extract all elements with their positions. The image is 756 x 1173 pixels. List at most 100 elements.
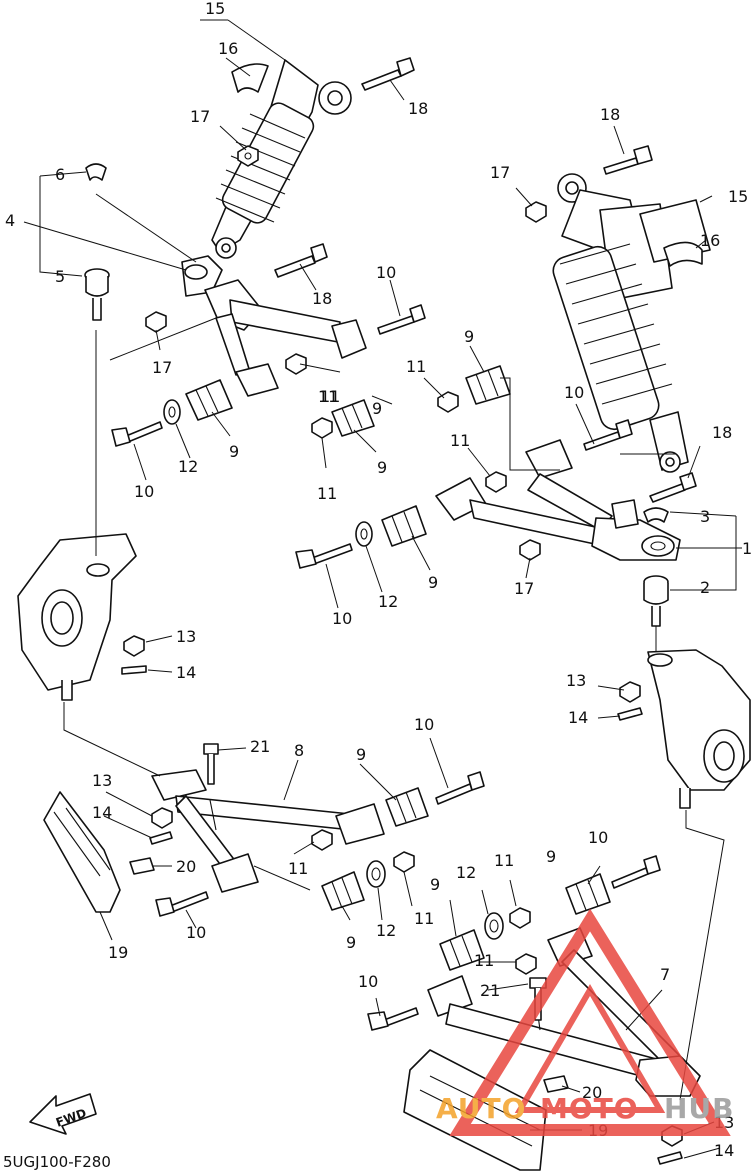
nut-13-left-lower bbox=[151, 807, 173, 829]
callout-label: 5 bbox=[55, 267, 65, 286]
cotter-3-right bbox=[643, 507, 669, 523]
callout-label: 15 bbox=[728, 187, 748, 206]
washer-12-left bbox=[163, 399, 181, 425]
callout-label: 6 bbox=[55, 165, 65, 184]
callout-label: 18 bbox=[408, 99, 428, 118]
callout-label: 14 bbox=[568, 708, 588, 727]
nut-17-left-shock bbox=[237, 145, 259, 167]
svg-text:HUB: HUB bbox=[664, 1092, 735, 1125]
forward-arrow-icon: FWD bbox=[29, 1093, 97, 1135]
bolt-21-left-lower bbox=[203, 743, 219, 785]
callout-label: 2 bbox=[700, 578, 710, 597]
bushing-9-right-lower-rear bbox=[565, 873, 611, 915]
callout-label: 10 bbox=[134, 482, 154, 501]
callout-label: 9 bbox=[377, 458, 387, 477]
callout-label: 12 bbox=[178, 457, 198, 476]
callout-label: 10 bbox=[376, 263, 396, 282]
callout-label: 9 bbox=[229, 442, 239, 461]
callout-label: 13 bbox=[566, 671, 586, 690]
svg-text:MOTO: MOTO bbox=[540, 1092, 639, 1125]
washer-12-right-lower bbox=[484, 912, 504, 940]
bolt-10-right-front bbox=[295, 543, 353, 569]
cotter-6-left bbox=[85, 163, 107, 181]
nut-11-g bbox=[515, 953, 537, 975]
diagram-code: 5UGJ100-F280 bbox=[3, 1153, 111, 1171]
bolt-10-right-lower-front bbox=[367, 1007, 419, 1031]
callout-label: 9 bbox=[464, 327, 474, 346]
callout-label: 21 bbox=[250, 737, 270, 756]
bushing-9-right-lower-front bbox=[439, 929, 485, 971]
bushing-9-right-front bbox=[381, 505, 427, 547]
callout-label: 1 bbox=[742, 539, 752, 558]
callout-label: 11 bbox=[318, 387, 338, 406]
callout-label: 9 bbox=[430, 875, 440, 894]
clip-20-right bbox=[543, 1075, 569, 1093]
nut-17-right-arm bbox=[519, 539, 541, 561]
callout-label: 4 bbox=[5, 211, 15, 230]
nut-13-right-knuckle bbox=[619, 681, 641, 703]
left-lower-arm bbox=[151, 769, 385, 893]
callout-label: 12 bbox=[456, 863, 476, 882]
callout-label: 13 bbox=[92, 771, 112, 790]
callout-label: 10 bbox=[588, 828, 608, 847]
bolt-10-left-front bbox=[111, 421, 163, 447]
callout-label: 9 bbox=[372, 399, 382, 418]
guard-19-left bbox=[43, 791, 121, 913]
callout-label: 11 bbox=[320, 387, 340, 406]
callout-label: 18 bbox=[600, 105, 620, 124]
callout-label: 9 bbox=[346, 933, 356, 952]
left-steering-knuckle bbox=[17, 533, 137, 701]
callout-label: 7 bbox=[660, 965, 670, 984]
callout-label: 3 bbox=[700, 507, 710, 526]
callout-label: 12 bbox=[376, 921, 396, 940]
callout-label: 10 bbox=[414, 715, 434, 734]
callout-label: 9 bbox=[428, 573, 438, 592]
bolt-10-right-arm-rear bbox=[583, 419, 633, 451]
ball-joint-2-right bbox=[643, 575, 669, 627]
nut-11-d bbox=[485, 471, 507, 493]
callout-label: 10 bbox=[186, 923, 206, 942]
washer-12-right bbox=[355, 521, 373, 547]
left-upper-arm bbox=[181, 255, 367, 397]
bolt-10-right-lower-rear bbox=[611, 855, 661, 889]
callout-label: 9 bbox=[356, 745, 366, 764]
bolt-10-left-lower-front bbox=[155, 891, 209, 917]
callout-label: 11 bbox=[317, 484, 337, 503]
callout-label: 12 bbox=[378, 592, 398, 611]
callout-label: 14 bbox=[176, 663, 196, 682]
callout-label: 20 bbox=[176, 857, 196, 876]
svg-text:AUTO: AUTO bbox=[436, 1092, 526, 1125]
callout-label: 11 bbox=[288, 859, 308, 878]
bolt-10-left-arm-rear bbox=[377, 304, 426, 335]
callout-label: 17 bbox=[152, 358, 172, 377]
callout-label: 17 bbox=[490, 163, 510, 182]
nut-17-right-shock bbox=[525, 201, 547, 223]
washer-12-left-lower bbox=[366, 860, 386, 888]
callout-label: 11 bbox=[450, 431, 470, 450]
nut-11-e bbox=[311, 829, 333, 851]
bolt-10-left-lower-rear bbox=[435, 771, 485, 805]
bolt-18-right-arm bbox=[649, 472, 697, 503]
cotter-14-left-lower bbox=[149, 831, 173, 845]
callout-numbers: 15 16 17 18 6 4 5 18 17 10 11 9 11 10 12… bbox=[5, 0, 752, 1160]
bushing-9-left-lower-front bbox=[321, 871, 365, 911]
callout-label: 18 bbox=[312, 289, 332, 308]
leader-lines bbox=[23, 19, 742, 1159]
right-shock-absorber bbox=[552, 173, 711, 473]
callout-label: 19 bbox=[108, 943, 128, 962]
bushing-9-left-rear bbox=[331, 399, 375, 437]
callout-label: 10 bbox=[332, 609, 352, 628]
cotter-14-right-lower bbox=[657, 1151, 683, 1165]
callout-label: 11 bbox=[494, 851, 514, 870]
callout-label: 17 bbox=[190, 107, 210, 126]
right-upper-arm bbox=[435, 439, 681, 561]
callout-label: 21 bbox=[480, 981, 500, 1000]
bolt-18-left-shock-top bbox=[361, 57, 415, 91]
callout-label: 20 bbox=[582, 1083, 602, 1102]
callout-label: 14 bbox=[714, 1141, 734, 1160]
right-steering-knuckle bbox=[647, 649, 751, 809]
nut-11-a bbox=[285, 353, 307, 375]
nut-11-b bbox=[311, 417, 333, 439]
callout-label: 18 bbox=[712, 423, 732, 442]
